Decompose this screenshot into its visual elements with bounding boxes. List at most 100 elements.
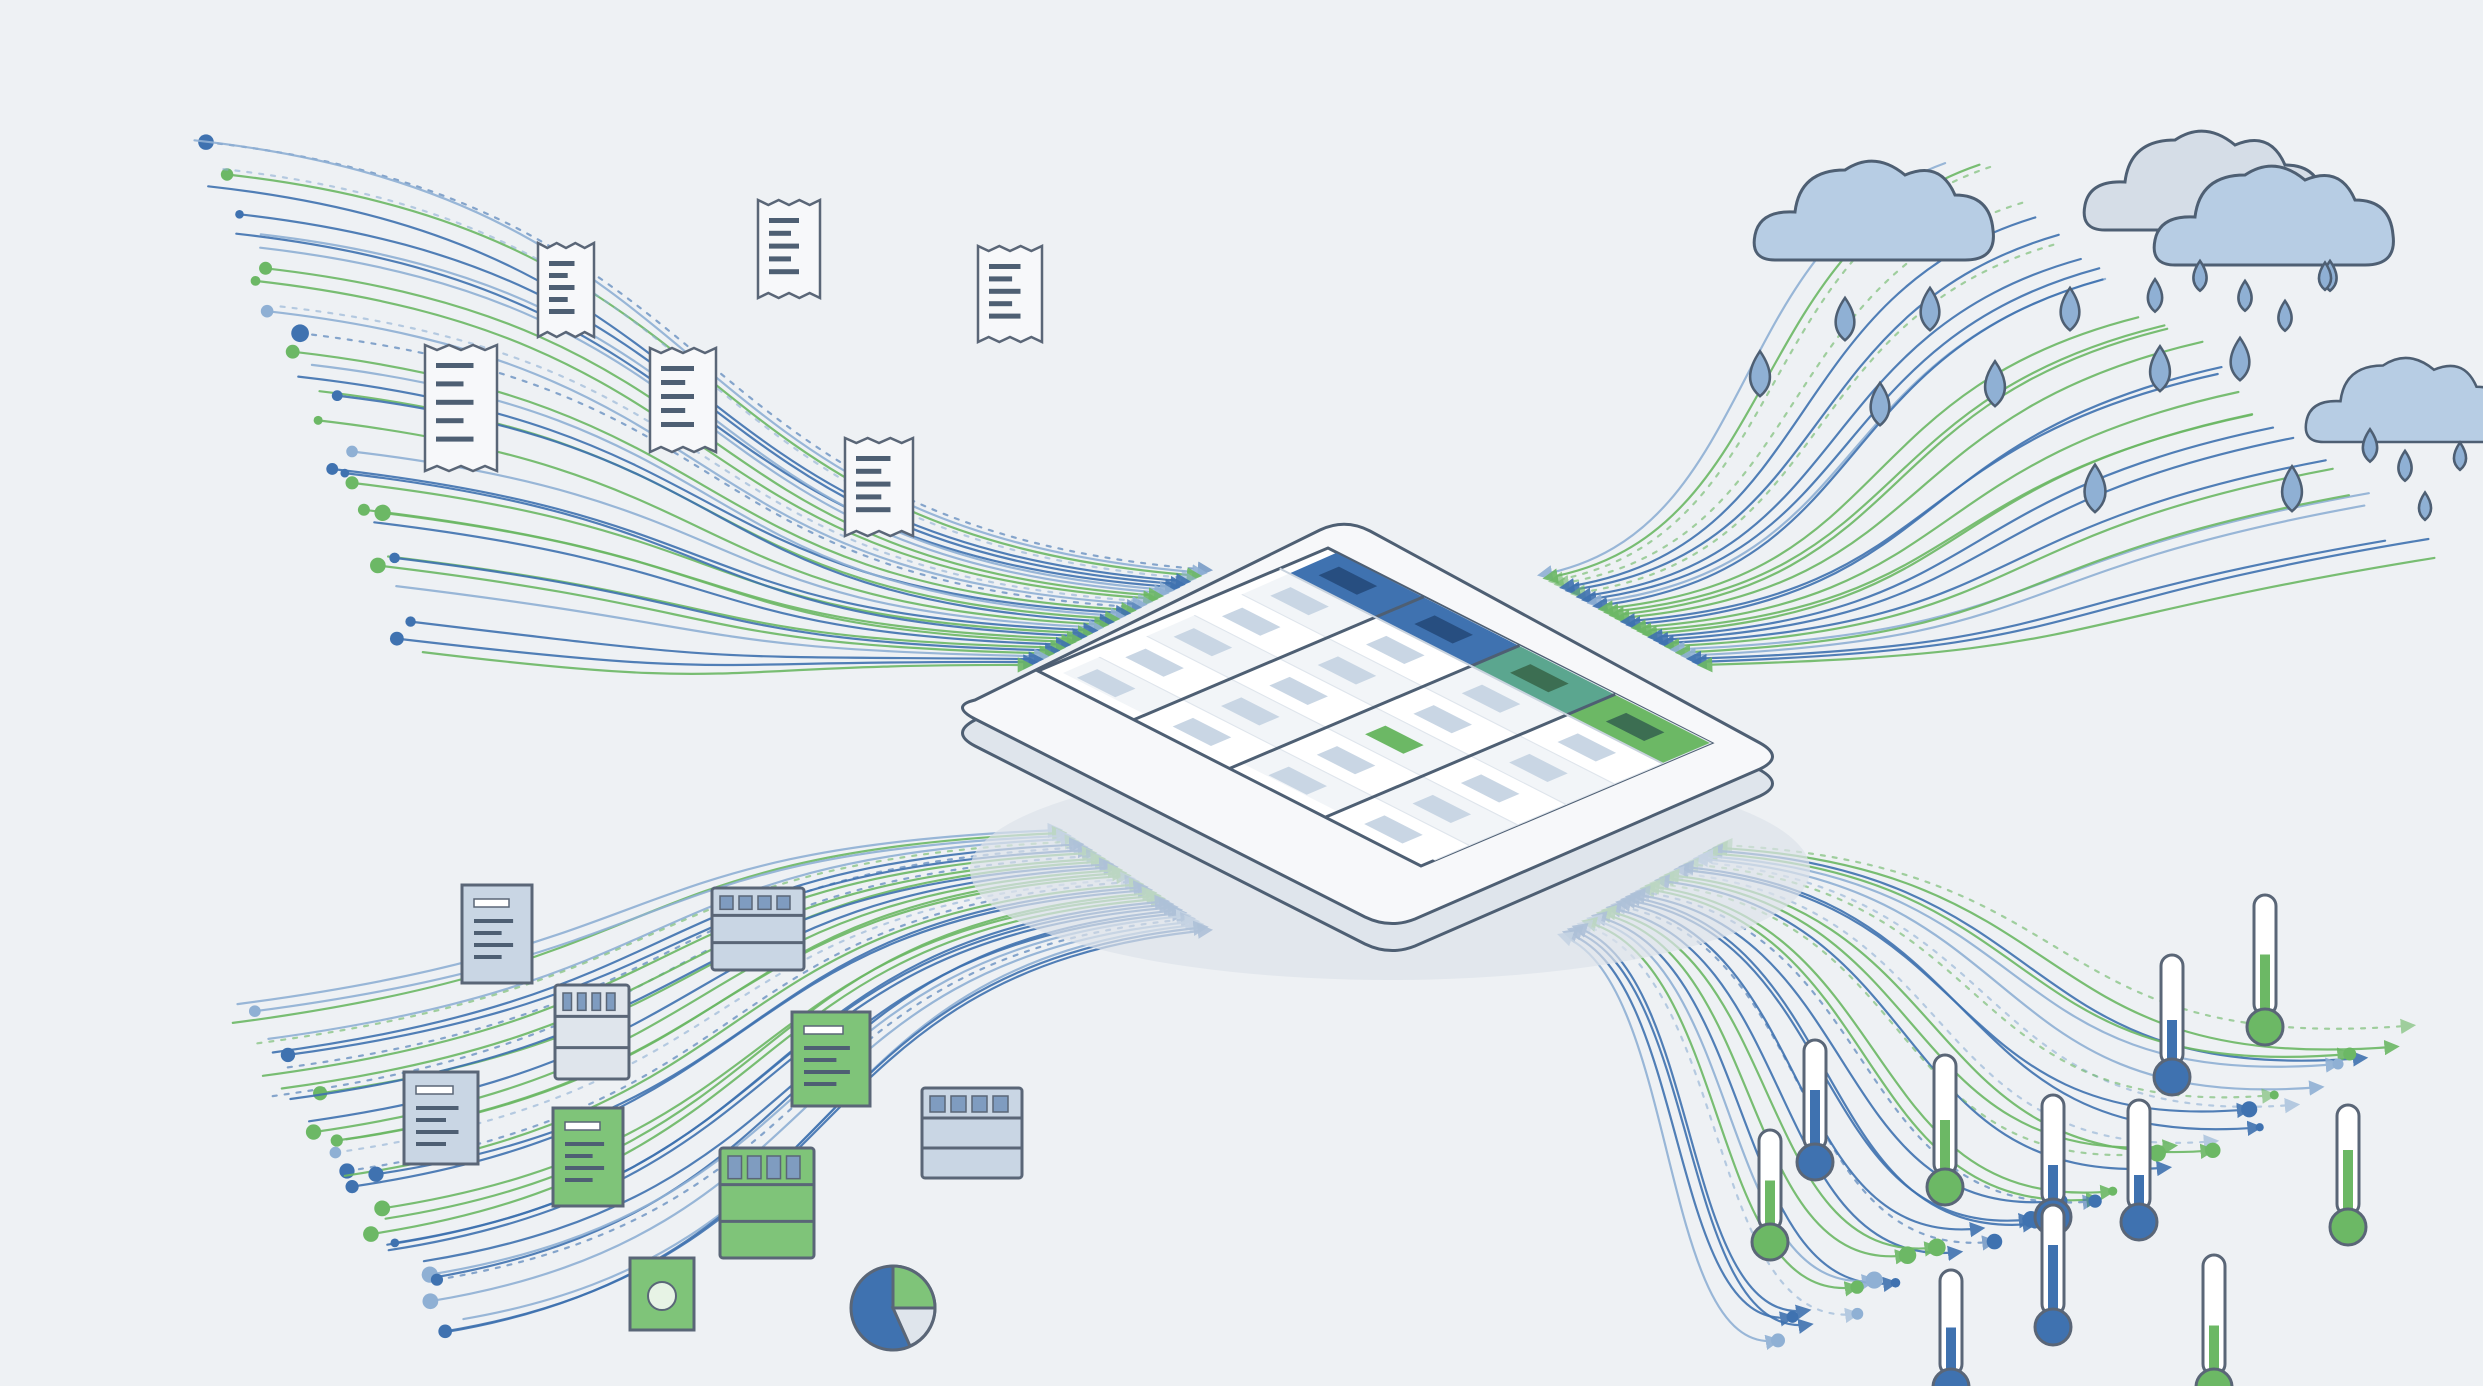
document-line (565, 1178, 593, 1182)
flow-line (1575, 257, 2082, 603)
table-grid (1133, 567, 1664, 819)
receipt-line (661, 394, 694, 399)
flow-dot (363, 1226, 379, 1242)
flow-line (384, 886, 1158, 1220)
flow-line (1603, 324, 2166, 619)
flow-dot (305, 1124, 322, 1140)
raindrop-icon (2059, 285, 2081, 332)
shelf-product (605, 992, 616, 1012)
retail-sources (402, 883, 1024, 1352)
document-line (565, 1154, 593, 1158)
document-line (565, 1166, 605, 1170)
rain-cloud-icon (1752, 159, 1995, 262)
cell-value-bar (1460, 774, 1520, 803)
receipt-line (661, 422, 694, 427)
document-heading (473, 898, 510, 908)
raindrop-icon (1919, 285, 1941, 332)
raindrop-icon (2277, 298, 2293, 333)
thermometer-level (2134, 1175, 2144, 1220)
receipt-line (436, 436, 474, 442)
cell-value-bar (1509, 753, 1568, 782)
flow-dot (368, 1166, 384, 1182)
receipt-line (989, 264, 1021, 269)
receipt-icon (460, 883, 534, 985)
flow-dot (248, 1005, 261, 1018)
receipt-line (769, 269, 799, 275)
document-heading (415, 1085, 454, 1095)
raindrop-icon (2397, 448, 2413, 483)
shelf-product (776, 895, 791, 911)
flow-dot (329, 1146, 342, 1159)
weather-sources (1748, 129, 2483, 522)
receipt-line (549, 285, 575, 290)
shelf-product (929, 1095, 946, 1113)
flow-dot (2148, 1144, 2166, 1162)
flow-line (261, 845, 1098, 1077)
receipt-paper (843, 436, 915, 538)
flow-dot (389, 631, 404, 646)
rain-cloud-icon (2304, 356, 2483, 444)
cloud-body (2152, 164, 2395, 267)
flow-line (409, 620, 1044, 667)
flow-line (1630, 390, 2240, 635)
raindrop-icon (1748, 348, 1772, 398)
flow-line (1685, 539, 2387, 667)
flow-dot (326, 463, 339, 475)
store-shelf-icon (553, 983, 631, 1081)
document-line (804, 1082, 837, 1086)
flow-dot (220, 168, 234, 181)
document-line (804, 1070, 850, 1074)
flow-dot (340, 468, 350, 478)
document-line (474, 943, 514, 947)
document-line (804, 1058, 837, 1062)
document-line (474, 955, 502, 959)
thermometer-bulb (2152, 1057, 2192, 1097)
flow-line (271, 837, 1085, 1054)
receipt-line (989, 276, 1013, 282)
pie-slice-grey (890, 1306, 937, 1348)
thermometer-bulb (1750, 1222, 1790, 1262)
raindrop-icon (2237, 278, 2253, 313)
rain-cloud-icon (2152, 164, 2395, 267)
flow-dot (313, 1086, 328, 1101)
flow-dot (405, 616, 416, 627)
flow-line (267, 831, 1076, 1040)
thermometer-bulb (2194, 1367, 2234, 1386)
shelf-product (727, 1155, 743, 1180)
receipt-paper (648, 346, 718, 454)
cell-value-bar (1414, 615, 1473, 644)
flow-dot (2241, 1101, 2258, 1118)
raindrop-icon (1983, 358, 2007, 408)
cell-value-bar (1413, 705, 1473, 734)
flow-dot (438, 1324, 452, 1339)
pie-chart-icon (849, 1264, 937, 1352)
product-label-icon (790, 1010, 872, 1108)
document-heading (803, 1025, 844, 1035)
cell-value-bar (1125, 648, 1184, 677)
cell-value-bar (1270, 587, 1329, 616)
cloud-body (1752, 159, 1995, 262)
document-line (416, 1106, 459, 1110)
shelf-product (738, 895, 753, 911)
flow-line (350, 450, 1104, 635)
raindrop-icon (2148, 343, 2172, 393)
receipt-icon (843, 436, 915, 538)
flow-line (335, 868, 1132, 1142)
raindrop-icon (2417, 490, 2433, 522)
flow-dot (1865, 1271, 1883, 1289)
raindrop-icon (2361, 426, 2379, 464)
cell-value-bar (1172, 717, 1232, 746)
flow-dot (330, 1134, 343, 1147)
flow-dot (235, 210, 244, 219)
shelf-product (971, 1095, 988, 1113)
flow-line (1557, 931, 1782, 1350)
flow-line (1691, 537, 2430, 670)
thermometer-level (1810, 1090, 1820, 1160)
flow-line (289, 857, 1115, 1101)
flow-line (350, 481, 1094, 641)
store-shelf-icon (920, 1086, 1024, 1180)
cell-value-bar (1605, 712, 1665, 741)
flow-dot (1786, 1310, 1799, 1323)
flow-line (254, 279, 1159, 606)
flow-dot (1890, 1277, 1901, 1288)
